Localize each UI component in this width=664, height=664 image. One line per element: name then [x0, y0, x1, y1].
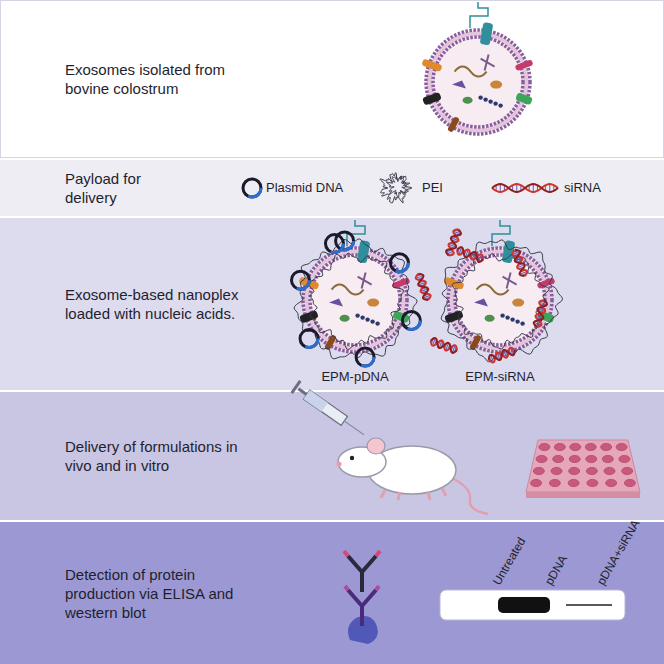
- sirna-helix: [492, 184, 558, 192]
- sirna-helix: [445, 228, 462, 257]
- plasmid-ring: [300, 330, 318, 348]
- pei-strand: [441, 240, 562, 362]
- sirna-helix: [511, 248, 528, 277]
- band-box: Exosome-based nanoplex loaded with nucle…: [0, 218, 664, 390]
- band-box: Exosomes isolated from bovine colostrum: [0, 0, 664, 158]
- pei-strand: [452, 254, 549, 349]
- pei-strand: [380, 173, 412, 204]
- band-text: Delivery of formulations in vivo and in …: [65, 437, 255, 475]
- item-label: PEI: [422, 180, 443, 196]
- antibody: [360, 606, 364, 626]
- band-text: Exosomes isolated from bovine colostrum: [65, 60, 265, 98]
- blot-band: [498, 597, 550, 613]
- blot-membrane: [440, 590, 625, 620]
- well-plate: [526, 440, 640, 492]
- antibody: [360, 572, 364, 592]
- sirna-helix: [429, 337, 458, 354]
- exosome: [421, 2, 533, 134]
- band-box: Detection of protein production via ELIS…: [0, 522, 664, 664]
- exosome: [298, 220, 410, 352]
- exosome: [443, 220, 555, 352]
- band-ground: [0, 0, 664, 158]
- band-ground: [0, 522, 664, 664]
- plasmid-ring: [402, 312, 420, 330]
- plasmid-ring: [356, 348, 374, 366]
- item-label: EPM-pDNA: [321, 369, 388, 385]
- mouse-tail: [452, 478, 488, 514]
- lane-label: Untreated: [489, 534, 529, 588]
- lane-label: pDNA: [541, 552, 571, 588]
- band-ground: [0, 218, 664, 390]
- plasmid-ring: [291, 271, 309, 289]
- sirna-helix: [487, 346, 516, 363]
- band-box: Delivery of formulations in vivo and in …: [0, 392, 664, 520]
- plasmid-ring: [390, 254, 408, 272]
- sirna-helix: [415, 272, 432, 301]
- pei-strand: [294, 239, 417, 359]
- blot-band: [566, 604, 612, 606]
- sirna-helix: [533, 299, 548, 328]
- lane-label: pDNA+siRNA: [593, 517, 643, 588]
- syringe: [292, 381, 369, 441]
- pei-strand: [308, 253, 403, 349]
- plasmid-ring: [243, 179, 261, 197]
- band-ground: [0, 160, 664, 216]
- band-text: Exosome-based nanoplex loaded with nucle…: [65, 285, 265, 323]
- sirna-helix: [456, 246, 485, 263]
- band-text: Detection of protein production via ELIS…: [65, 565, 255, 622]
- plasmid-ring: [325, 235, 343, 253]
- item-label: siRNA: [564, 180, 601, 196]
- pei-strand: [387, 176, 410, 198]
- item-label: EPM-siRNA: [465, 369, 534, 385]
- band-border: [1, 1, 664, 158]
- band-text: Payload for delivery: [65, 169, 185, 207]
- item-label: Plasmid DNA: [266, 180, 343, 196]
